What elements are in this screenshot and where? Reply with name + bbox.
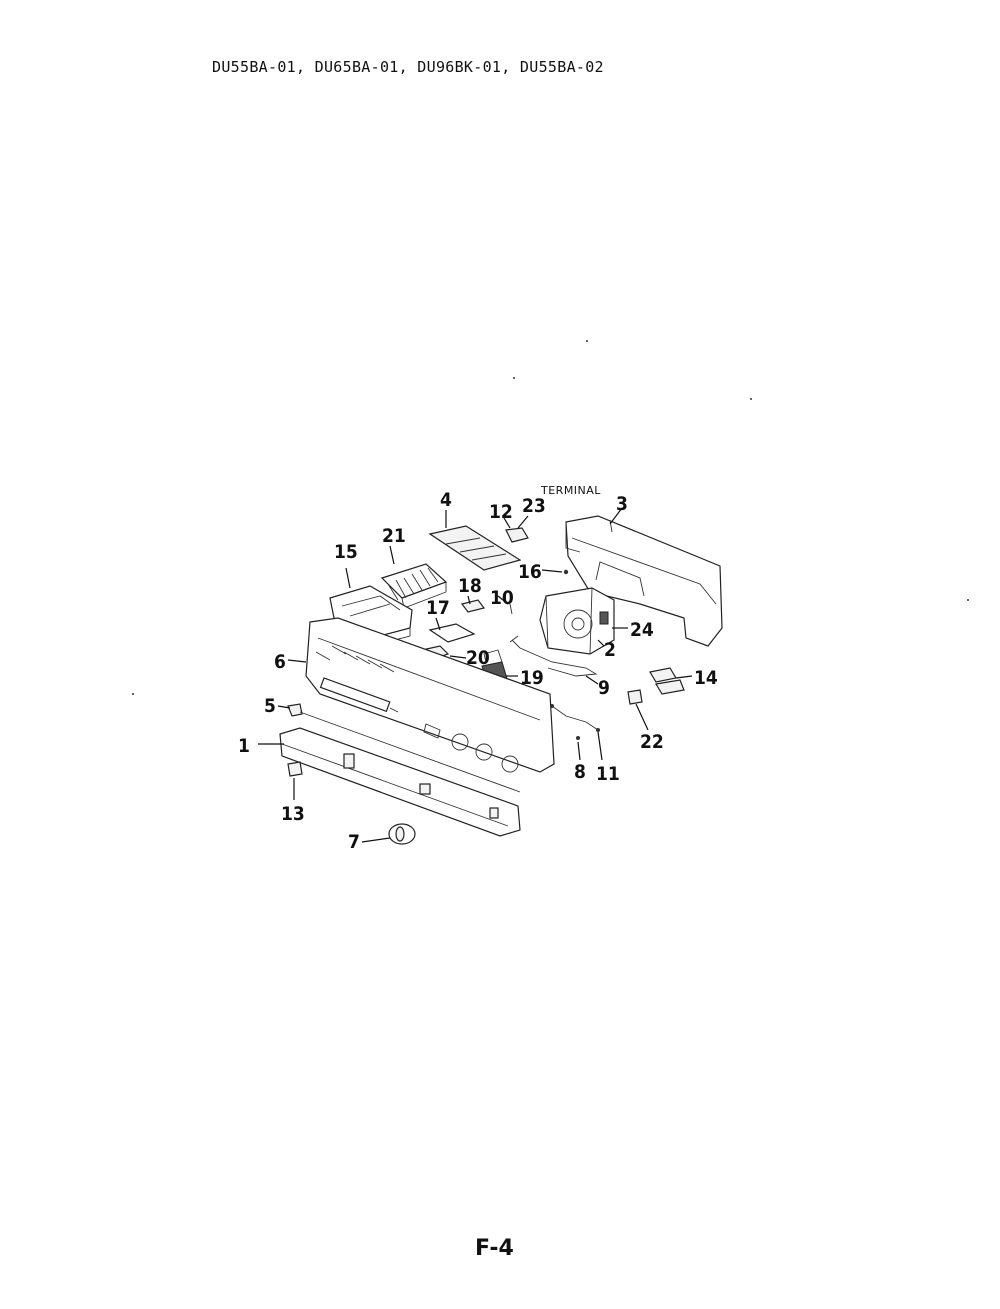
- part-18-clip: [460, 599, 486, 613]
- callout-19: 19: [520, 667, 544, 689]
- callout-15: 15: [334, 541, 358, 563]
- callout-14: 14: [694, 667, 718, 689]
- terminal-label: TERMINAL: [540, 484, 601, 497]
- part-9-lever: [509, 635, 598, 677]
- part-14-connector: [649, 667, 685, 695]
- callout-22: 22: [640, 731, 664, 753]
- callout-13: 13: [281, 803, 305, 825]
- callout-9: 9: [598, 677, 610, 699]
- scan-specks: [132, 340, 969, 695]
- callout-4: 4: [440, 489, 452, 511]
- part-21-comb-bracket: [380, 563, 448, 609]
- part-12-terminal-block: [505, 527, 529, 543]
- callout-18: 18: [458, 575, 482, 597]
- part-13-button: [287, 761, 303, 777]
- part-6-control-panel: [305, 617, 555, 773]
- part-5-trim: [287, 703, 521, 793]
- part-22-switch: [627, 689, 643, 705]
- leader-lines: [258, 507, 693, 843]
- part-24-timer-motor: [539, 587, 615, 655]
- callout-11: 11: [596, 763, 620, 785]
- callout-17: 17: [426, 597, 450, 619]
- page-number: F-4: [475, 1236, 514, 1261]
- callout-1: 1: [238, 735, 250, 757]
- callout-23: 23: [522, 495, 546, 517]
- callout-10: 10: [490, 587, 514, 609]
- callout-16: 16: [518, 561, 542, 583]
- callout-7: 7: [348, 831, 360, 853]
- part-8-screw: [576, 736, 580, 740]
- part-16-screw: [563, 569, 569, 575]
- callout-21: 21: [382, 525, 406, 547]
- part-10-screw: [509, 603, 513, 615]
- callout-3: 3: [616, 493, 628, 515]
- model-numbers-header: DU55BA-01, DU65BA-01, DU96BK-01, DU55BA-…: [212, 58, 604, 76]
- part-4-panel-strip: [428, 525, 522, 571]
- callout-2: 2: [604, 639, 616, 661]
- part-3-housing: [565, 515, 723, 647]
- callout-labels: TERMINAL 4 12 23 3 21 15 16 18 10 17 24 …: [238, 484, 718, 853]
- part-7-knob: [388, 823, 416, 845]
- callout-20: 20: [466, 647, 490, 669]
- part-17-plate: [428, 623, 476, 643]
- callout-12: 12: [489, 501, 513, 523]
- callout-5: 5: [264, 695, 276, 717]
- part-11-wire: [550, 704, 600, 732]
- part-1-console: [279, 727, 521, 837]
- callout-24: 24: [630, 619, 654, 641]
- callout-8: 8: [574, 761, 586, 783]
- callout-6: 6: [274, 651, 286, 673]
